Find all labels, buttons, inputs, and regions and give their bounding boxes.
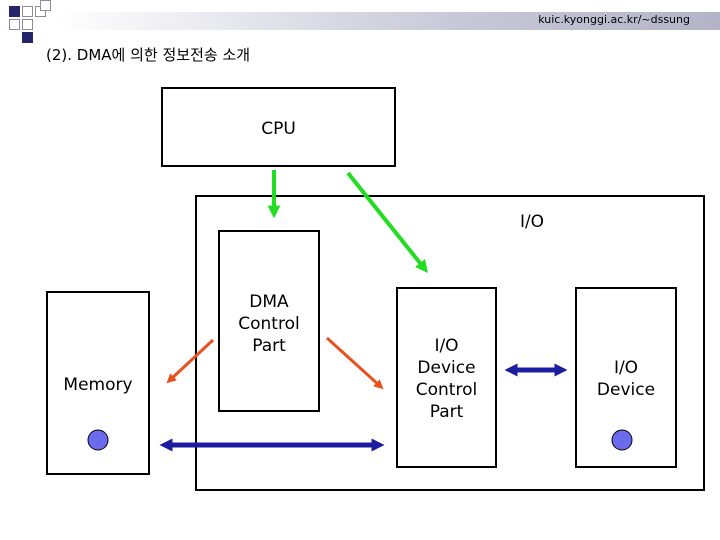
header-square-icon bbox=[22, 19, 33, 30]
header-square-icon bbox=[22, 6, 33, 17]
dma-to-io-control-arrow bbox=[325, 336, 384, 390]
io-control-box bbox=[396, 287, 497, 468]
header-square-icon bbox=[22, 32, 33, 43]
slide-title: (2). DMA에 의한 정보전송 소개 bbox=[46, 46, 251, 64]
header-band bbox=[55, 12, 720, 30]
cpu-to-io-control-arrow bbox=[346, 171, 428, 273]
io-control-label: I/O Device Control Part bbox=[415, 336, 478, 422]
io-device-label: I/O Device bbox=[596, 358, 656, 400]
cpu-label: CPU bbox=[261, 119, 296, 139]
cpu-box bbox=[161, 87, 396, 167]
io-device-circle-icon bbox=[611, 429, 633, 451]
dma-to-memory-arrow bbox=[166, 338, 215, 384]
memory-label: Memory bbox=[63, 375, 133, 395]
header-square-icon bbox=[9, 19, 20, 30]
memory-circle-icon bbox=[87, 429, 109, 451]
header-square-icon bbox=[40, 0, 51, 11]
header-url: kuic.kyonggi.ac.kr/~dssung bbox=[538, 13, 690, 26]
io-region-label: I/O bbox=[519, 212, 545, 232]
header-square-icon bbox=[9, 6, 20, 17]
dma-control-label: DMA Control Part bbox=[238, 292, 300, 356]
dma-control-box bbox=[218, 230, 320, 412]
